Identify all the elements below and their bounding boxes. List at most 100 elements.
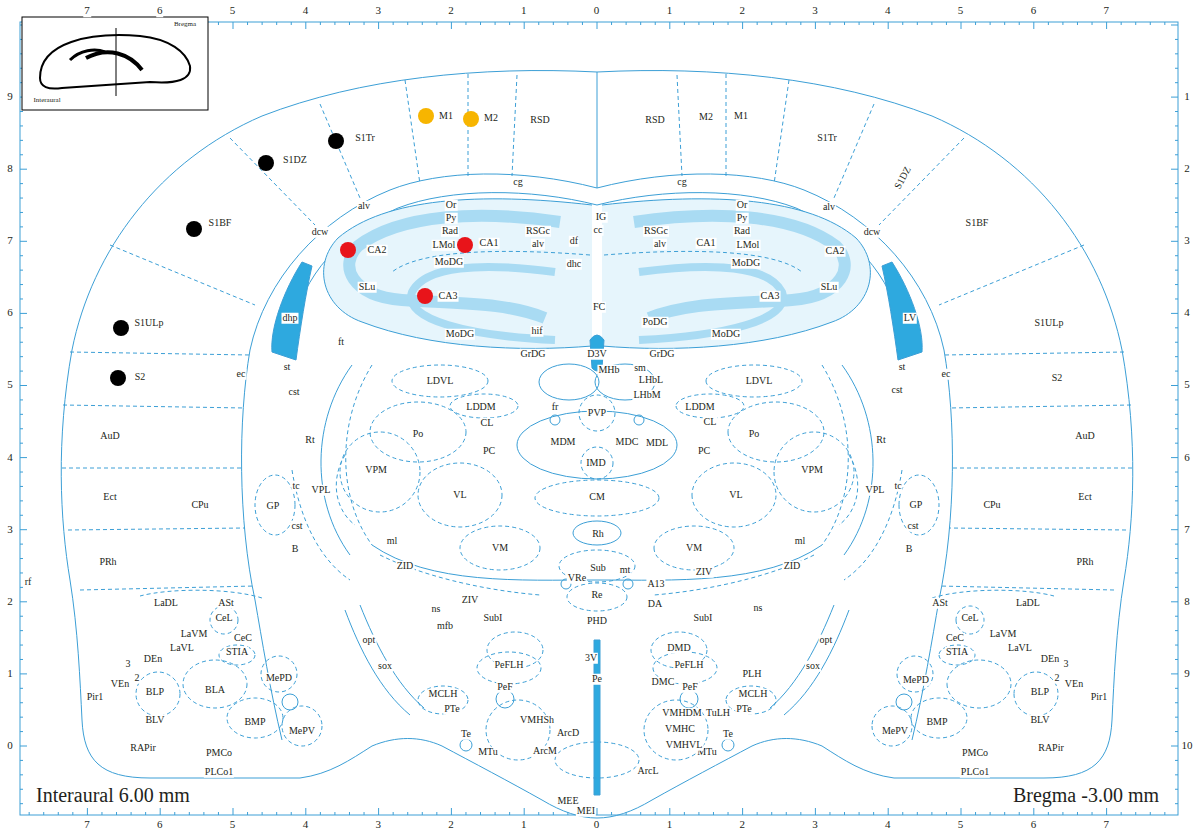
scale-tick <box>20 125 23 126</box>
scale-tick <box>247 22 248 25</box>
region-label: ft <box>337 337 345 348</box>
scale-tick <box>364 812 365 815</box>
scale-tick <box>20 515 23 516</box>
scale-tick <box>87 808 88 815</box>
region-label: VL <box>728 490 743 501</box>
scale-tick <box>174 812 175 815</box>
scale-tick <box>1077 22 1078 25</box>
scale-tick <box>1175 356 1178 357</box>
scale-tick <box>131 812 132 815</box>
region-label: RAPir <box>1037 743 1065 754</box>
region-label: PTe <box>443 704 460 715</box>
axis-number: 2 <box>6 596 14 608</box>
axis-number: 7 <box>1102 5 1110 17</box>
scale-tick <box>20 226 23 227</box>
scale-tick <box>509 22 510 25</box>
scale-tick <box>20 803 23 804</box>
inset-label: Interaural <box>32 97 61 104</box>
scale-tick <box>698 22 699 25</box>
scale-tick <box>1175 500 1178 501</box>
nucleus-outline <box>460 739 472 751</box>
region-label: PeF <box>496 682 514 693</box>
scale-tick <box>1171 97 1178 98</box>
scale-tick <box>20 616 23 617</box>
region-label: LDDM <box>465 402 496 413</box>
region-label: mt <box>619 565 632 576</box>
scale-tick <box>829 812 830 815</box>
region-label: GP <box>266 501 281 512</box>
scale-tick <box>1175 558 1178 559</box>
nucleus-outline <box>573 521 621 545</box>
axis-number: 7 <box>83 5 91 17</box>
nucleus-outline <box>219 645 255 665</box>
scale-tick <box>1175 515 1178 516</box>
axis-number: 3 <box>374 5 382 17</box>
region-label: DEn <box>1040 654 1060 665</box>
scale-tick <box>1171 457 1178 458</box>
scale-tick <box>1175 630 1178 631</box>
area-border <box>63 405 245 408</box>
region-label: cc <box>593 225 604 236</box>
scale-tick <box>611 22 612 25</box>
scale-tick <box>1004 22 1005 25</box>
scale-tick <box>1175 702 1178 703</box>
scale-frame <box>20 22 1178 815</box>
region-label: cst <box>906 521 919 532</box>
scale-tick <box>771 812 772 815</box>
region-label: SubI <box>483 613 504 624</box>
region-label: st <box>283 362 292 373</box>
coordinate-label: Interaural 6.00 mm <box>35 785 191 806</box>
region-label: LaVM <box>989 629 1018 640</box>
region-label: PVP <box>587 408 607 419</box>
region-label: CL <box>703 417 718 428</box>
scale-tick <box>1171 673 1178 674</box>
marker-dot <box>418 108 434 124</box>
region-label: MEE <box>556 796 579 807</box>
region-label: MCLH <box>738 689 769 700</box>
scale-tick <box>451 808 452 815</box>
scale-tick <box>262 812 263 815</box>
region-label: PMCo <box>961 748 989 759</box>
scale-tick <box>1175 68 1178 69</box>
scale-tick <box>640 812 641 815</box>
region-label: B <box>291 544 300 555</box>
scale-tick <box>1019 22 1020 25</box>
scale-tick <box>931 22 932 25</box>
scale-tick <box>43 812 44 815</box>
region-label: S1ULp <box>1034 318 1065 329</box>
scale-tick <box>1033 22 1034 29</box>
scale-tick <box>1175 183 1178 184</box>
region-label: IG <box>595 212 608 223</box>
scale-tick <box>1004 812 1005 815</box>
scale-tick <box>20 342 23 343</box>
scale-tick <box>20 255 23 256</box>
region-label: Te <box>722 729 734 740</box>
region-label: Rad <box>733 226 751 237</box>
region-label: BMP <box>925 717 948 728</box>
region-label: BLP <box>1030 687 1050 698</box>
axis-number: 5 <box>229 819 237 831</box>
region-label: PMCo <box>205 748 233 759</box>
axis-number: 2 <box>738 5 746 17</box>
scale-tick <box>1175 544 1178 545</box>
optic-tract <box>345 610 410 715</box>
scale-tick <box>1175 371 1178 372</box>
thalamus-border <box>321 365 352 555</box>
scale-tick <box>844 22 845 25</box>
marker-dot <box>340 242 356 258</box>
region-label: S1Tr <box>354 133 376 144</box>
scale-tick <box>1175 255 1178 256</box>
region-label: MoDG <box>445 329 475 340</box>
scale-tick <box>291 22 292 25</box>
scale-tick <box>203 812 204 815</box>
scale-tick <box>713 22 714 25</box>
scale-ticks <box>20 22 1178 815</box>
axis-number: 1 <box>1183 91 1191 103</box>
scale-tick <box>873 812 874 815</box>
axis-number: 4 <box>302 819 310 831</box>
scale-tick <box>20 558 23 559</box>
scale-tick <box>20 284 23 285</box>
marker-dot <box>457 237 473 253</box>
region-label: DEn <box>143 654 163 665</box>
region-label: VM <box>685 543 703 554</box>
